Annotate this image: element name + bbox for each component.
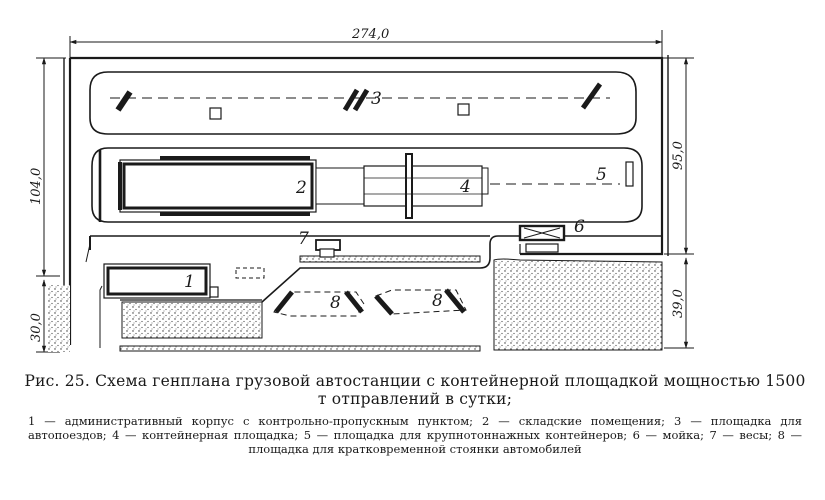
label-trailer-area: 3 [371, 89, 382, 109]
label-large-container-area: 5 [596, 165, 607, 185]
label-scales: 7 [298, 229, 309, 249]
warehouse-building [118, 156, 365, 216]
label-admin-building: 1 [184, 272, 195, 292]
caption-title: Рис. 25. Схема генплана грузовой автоста… [24, 372, 806, 408]
dim-label-left-bottom: 30,0 [29, 313, 44, 342]
scales [315, 239, 341, 258]
container-area [363, 153, 489, 219]
dimension-right [662, 57, 694, 349]
label-warehouse: 2 [295, 178, 307, 198]
short-term-parking [273, 288, 467, 317]
car-wash [518, 224, 566, 253]
dim-label-right-height: 95,0 [671, 141, 686, 170]
road-trailer-area [89, 71, 637, 135]
label-parking-1: 8 [330, 293, 341, 313]
dimension-left [36, 57, 66, 353]
admin-building [103, 263, 265, 299]
large-container-area [490, 161, 634, 187]
figure-caption: Рис. 25. Схема генплана грузовой автоста… [20, 372, 810, 456]
dim-label-left-height: 104,0 [29, 168, 44, 205]
dim-label-right-bottom: 39,0 [671, 289, 686, 318]
label-car-wash: 6 [574, 217, 585, 237]
road-warehouse-area [91, 147, 643, 223]
site-plan-diagram: 274,0 104,0 30,0 95,0 39,0 [29, 27, 694, 353]
label-parking-2: 8 [432, 291, 443, 311]
caption-legend: 1 — административный корпус с контрольно… [28, 414, 802, 456]
dimension-total-length [69, 30, 663, 58]
landscape-areas [48, 255, 663, 352]
dim-label-total: 274,0 [351, 27, 389, 42]
label-container-area: 4 [459, 177, 471, 197]
